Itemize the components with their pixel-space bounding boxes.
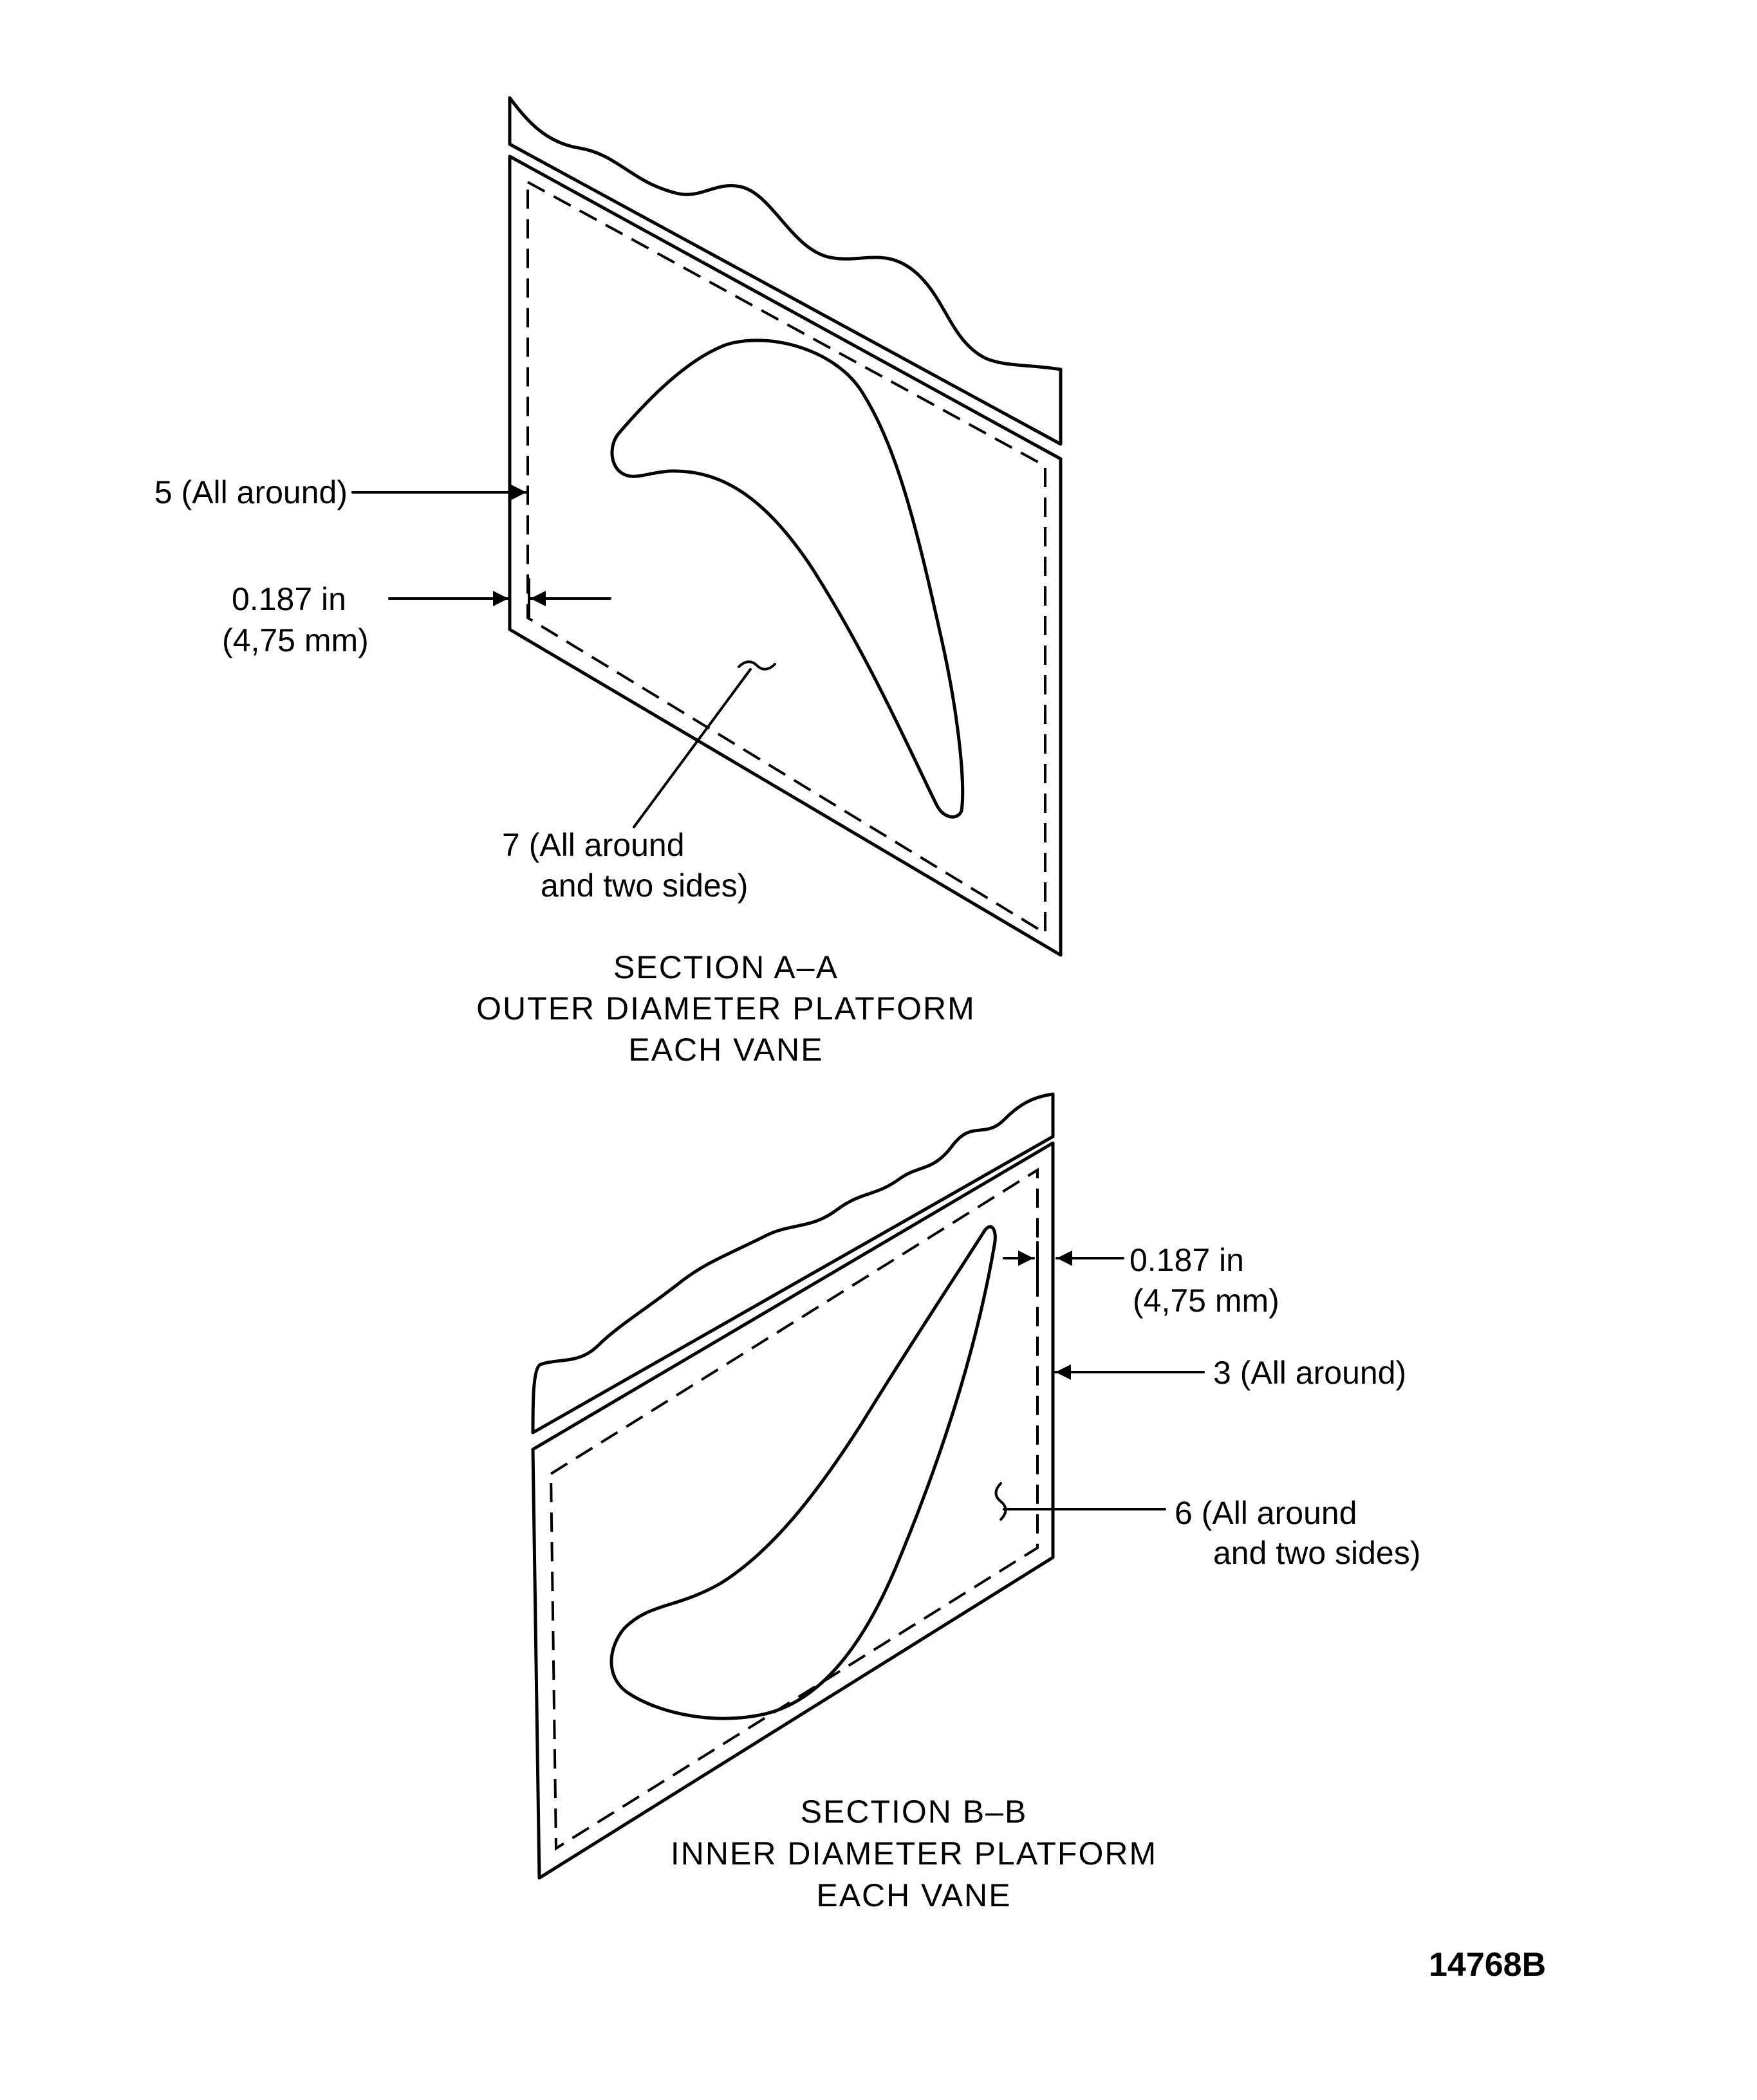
section-a-caption-line3: EACH VANE	[628, 1032, 823, 1068]
section-b-callout-3: 3 (All around)	[1213, 1355, 1406, 1391]
section-b-weld-6-symbol	[994, 1482, 1007, 1521]
section-a-callout-5: 5 (All around)	[154, 474, 348, 510]
section-b-caption-line3: EACH VANE	[816, 1877, 1011, 1913]
section-b-platform-outline	[531, 1141, 1055, 1880]
section-a-leader-7	[633, 668, 752, 828]
section-a-shroud-break	[508, 96, 1063, 446]
section-b-weld-boundary	[549, 1167, 1039, 1851]
section-b-airfoil	[609, 1225, 997, 1720]
section-a-dimension-in: 0.187 in	[232, 581, 346, 617]
section-a-drawing	[351, 96, 1063, 957]
section-a-dimension-mm: (4,75 mm)	[222, 622, 369, 658]
section-b-dimension-mm: (4,75 mm)	[1133, 1283, 1279, 1319]
section-a-weld-7-symbol	[738, 660, 776, 671]
section-b-callout-6-line2: and two sides)	[1213, 1535, 1420, 1571]
section-a-caption-line2: OUTER DIAMETER PLATFORM	[476, 990, 976, 1027]
section-a-callout-7-line1: 7 (All around	[502, 827, 685, 863]
section-a-platform-outline	[508, 154, 1063, 957]
section-b-shroud-break	[531, 1092, 1055, 1435]
section-a-callout-7-line2: and two sides)	[541, 868, 748, 904]
section-a-weld-boundary	[526, 180, 1046, 936]
section-b-dimension-in: 0.187 in	[1130, 1242, 1244, 1278]
figure-number: 14768B	[1429, 1946, 1546, 1984]
section-a-caption-line1: SECTION A–A	[613, 949, 839, 985]
section-b-drawing	[531, 1092, 1205, 1880]
section-b-caption-line2: INNER DIAMETER PLATFORM	[671, 1835, 1157, 1872]
section-b-caption-line1: SECTION B–B	[801, 1794, 1028, 1830]
section-b-callout-6-line1: 6 (All around	[1175, 1495, 1357, 1531]
section-a-airfoil	[610, 339, 965, 819]
